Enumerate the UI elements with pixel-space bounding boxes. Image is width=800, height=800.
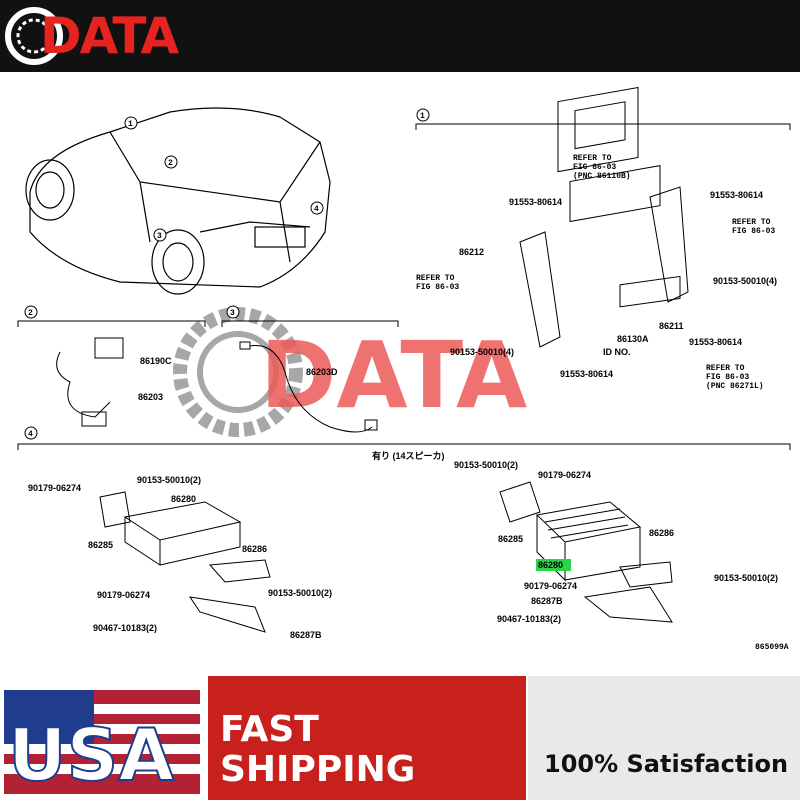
svg-text:86286: 86286 — [242, 544, 267, 554]
svg-text:2: 2 — [28, 309, 33, 318]
svg-text:2: 2 — [168, 159, 173, 168]
section-frame-3 — [221, 320, 399, 327]
svg-text:3: 3 — [157, 232, 162, 241]
fast-label: FAST — [220, 709, 319, 750]
svg-text:(PNC 86110B): (PNC 86110B) — [573, 172, 631, 181]
section-4-left-labels: 90179-06274 90153-50010(2) 86280 86285 8… — [28, 475, 332, 640]
svg-text:FIG 86-03: FIG 86-03 — [706, 373, 749, 382]
section-frame-4 — [17, 443, 791, 450]
highlight-86280 — [536, 559, 571, 571]
car-callouts: 1 2 3 4 — [124, 116, 324, 242]
parts-diagram: DATA 1 2 3 4 — [0, 72, 800, 680]
svg-text:86203: 86203 — [138, 392, 163, 402]
svg-text:90179-06274: 90179-06274 — [524, 581, 577, 591]
fast-shipping-text: FAST SHIPPING — [220, 710, 415, 790]
car-illustration — [25, 107, 331, 295]
brand-logo: DATA — [40, 7, 179, 65]
svg-text:3: 3 — [230, 309, 235, 318]
svg-text:1: 1 — [420, 112, 425, 121]
svg-text:91553-80614: 91553-80614 — [509, 197, 562, 207]
usa-flag-logo: USA — [0, 680, 205, 800]
svg-text:86285: 86285 — [498, 534, 523, 544]
tire-icon — [5, 7, 63, 65]
svg-text:4: 4 — [28, 430, 33, 439]
svg-text:91553-80614: 91553-80614 — [560, 369, 613, 379]
section-1-labels: REFER TO FIG 86-03 (PNC 86110B) 91553-80… — [416, 154, 777, 391]
svg-text:REFER TO: REFER TO — [573, 154, 612, 163]
svg-text:86287B: 86287B — [531, 596, 563, 606]
svg-text:90179-06274: 90179-06274 — [538, 470, 591, 480]
svg-text:90179-06274: 90179-06274 — [97, 590, 150, 600]
svg-text:ID NO.: ID NO. — [603, 347, 631, 357]
svg-text:FIG 86-03: FIG 86-03 — [732, 227, 775, 236]
watermark-text: DATA — [260, 322, 527, 429]
svg-text:90153-50010(2): 90153-50010(2) — [454, 460, 518, 470]
svg-text:REFER TO: REFER TO — [732, 218, 771, 227]
svg-text:86212: 86212 — [459, 247, 484, 257]
amplifier-right — [499, 481, 673, 623]
svg-text:REFER TO: REFER TO — [706, 364, 745, 373]
svg-text:865099A: 865099A — [755, 643, 789, 652]
switch-harness — [56, 337, 124, 427]
watermark: DATA — [173, 307, 527, 437]
svg-text:(PNC 86271L): (PNC 86271L) — [706, 382, 764, 391]
svg-text:86287B: 86287B — [290, 630, 322, 640]
svg-text:86130A: 86130A — [617, 334, 649, 344]
satisfaction-panel: 100% Satisfaction — [528, 676, 800, 800]
svg-text:86285: 86285 — [88, 540, 113, 550]
diagram-canvas: DATA 1 2 3 4 — [17, 86, 791, 652]
amplifier-left — [99, 491, 271, 633]
svg-text:FIG 86-03: FIG 86-03 — [416, 283, 459, 292]
svg-text:90153-50010(4): 90153-50010(4) — [450, 347, 514, 357]
svg-text:86203D: 86203D — [306, 367, 338, 377]
section-frame-2 — [17, 320, 206, 327]
svg-text:90153-50010(2): 90153-50010(2) — [268, 588, 332, 598]
section-frame-1 — [415, 123, 791, 130]
svg-text:86190C: 86190C — [140, 356, 172, 366]
satisfaction-text: 100% Satisfaction — [544, 750, 789, 778]
shipping-label: SHIPPING — [220, 749, 416, 790]
svg-text:4: 4 — [314, 205, 319, 214]
svg-text:90179-06274: 90179-06274 — [28, 483, 81, 493]
svg-text:90467-10183(2): 90467-10183(2) — [93, 623, 157, 633]
svg-text:91553-80614: 91553-80614 — [689, 337, 742, 347]
svg-text:USA: USA — [8, 713, 174, 797]
antenna-cable — [239, 341, 378, 433]
fast-shipping-panel: FAST SHIPPING — [208, 676, 526, 800]
section-markers: 1 2 3 4 — [24, 108, 430, 440]
svg-text:90467-10183(2): 90467-10183(2) — [497, 614, 561, 624]
svg-text:FIG 86-03: FIG 86-03 — [573, 163, 616, 172]
svg-text:86211: 86211 — [659, 321, 684, 331]
svg-text:86280: 86280 — [538, 560, 563, 570]
head-unit-assembly — [519, 86, 689, 348]
svg-text:86280: 86280 — [171, 494, 196, 504]
section-4-right-labels: 90153-50010(2) 90179-06274 86285 86286 8… — [454, 460, 789, 652]
header-bar: DATA — [0, 0, 800, 72]
svg-text:REFER TO: REFER TO — [416, 274, 455, 283]
svg-text:90153-50010(2): 90153-50010(2) — [714, 573, 778, 583]
svg-text:90153-50010(2): 90153-50010(2) — [137, 475, 201, 485]
svg-text:86286: 86286 — [649, 528, 674, 538]
svg-text:90153-50010(4): 90153-50010(4) — [713, 276, 777, 286]
svg-text:91553-80614: 91553-80614 — [710, 190, 763, 200]
svg-text:有り (14スピーカ): 有り (14スピーカ) — [372, 450, 445, 461]
svg-text:1: 1 — [128, 120, 133, 129]
